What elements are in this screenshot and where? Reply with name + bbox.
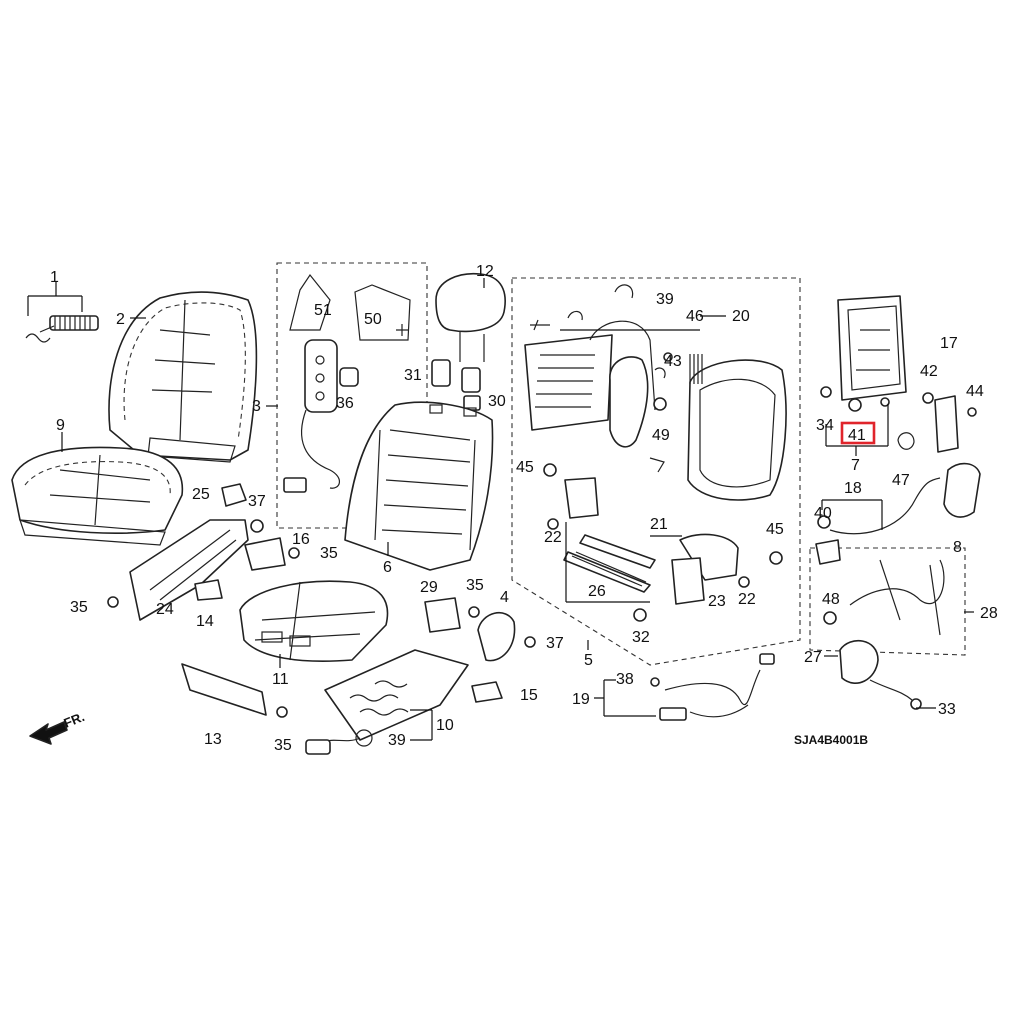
seatback-cover-part [108,291,258,463]
seat-harness-group-box [809,547,966,656]
callout-35c: 35 [466,577,484,594]
bracket-10 [410,709,433,741]
bracket-1 [27,282,83,316]
seat-cushion-cover-part [11,446,184,546]
callout-37a: 37 [248,493,266,510]
callout-10: 10 [436,717,454,734]
callout-35d: 35 [274,737,292,754]
callout-35b: 35 [320,545,338,562]
callout-29: 29 [420,579,438,596]
callout-45b: 45 [766,521,784,538]
seat-cushion-pad-part [239,580,389,662]
callout-11: 11 [272,671,289,688]
callout-48: 48 [822,591,840,608]
bracket-18 [821,499,883,530]
callout-34: 34 [816,417,834,434]
callout-16: 16 [292,531,310,548]
callout-4: 4 [500,589,509,606]
clip-set-part [25,315,99,343]
callout-25: 25 [192,486,210,503]
highlight-box-41 [840,421,876,445]
callout-43: 43 [664,353,682,370]
callout-19: 19 [572,691,590,708]
lower-harness-part [650,653,775,721]
callout-22a: 22 [544,529,562,546]
callout-37b: 37 [546,635,564,652]
diagram-code: SJA4B4001B [794,733,868,747]
callout-35a: 35 [70,599,88,616]
headrest-part [431,272,506,411]
callout-46: 46 [686,308,704,325]
seatback-pad-part [344,401,494,571]
callout-6: 6 [383,559,392,576]
callout-14: 14 [196,613,214,630]
callout-31: 31 [404,367,422,384]
callout-44: 44 [966,383,984,400]
callout-28: 28 [980,605,998,622]
callout-51: 51 [314,302,332,319]
seat-heater-part [305,649,469,755]
callout-9: 9 [56,417,65,434]
callout-18: 18 [844,480,862,497]
callout-40: 40 [814,505,832,522]
bracket-19 [594,679,656,717]
seatback-wiring-part [283,273,411,493]
callout-27: 27 [804,649,822,666]
bracket-21 [565,522,682,603]
callout-42: 42 [920,363,938,380]
callout-12: 12 [476,263,494,280]
callout-13: 13 [204,731,222,748]
callout-39b: 39 [388,732,406,749]
callout-33: 33 [938,701,956,718]
seatback-frame-right [815,295,981,710]
callout-22b: 22 [738,591,756,608]
front-direction-arrow: FR. [29,709,87,745]
seat-frame-parts [524,284,787,622]
callout-3: 3 [252,398,261,415]
callout-41: 41 [848,427,866,444]
callout-32: 32 [632,629,650,646]
callout-49: 49 [652,427,670,444]
bracket-20 [560,315,726,331]
small-fasteners-left [107,483,536,718]
callout-47: 47 [892,472,910,489]
callout-1: 1 [50,269,59,286]
callout-45a: 45 [516,459,534,476]
callout-30: 30 [488,393,506,410]
callout-20: 20 [732,308,750,325]
callout-38: 38 [616,671,634,688]
callout-8: 8 [953,539,962,556]
callout-5: 5 [584,652,593,669]
callout-39a: 39 [656,291,674,308]
callout-23: 23 [708,593,726,610]
callout-36: 36 [336,395,354,412]
callout-17: 17 [940,335,958,352]
callout-50: 50 [364,311,382,328]
callout-24: 24 [156,601,174,618]
callout-7: 7 [851,457,860,474]
callout-2: 2 [116,311,125,328]
bracket-7 [825,404,889,456]
callout-15: 15 [520,687,538,704]
callout-26: 26 [588,583,606,600]
direction-label: FR. [62,709,87,731]
callout-21: 21 [650,516,668,533]
